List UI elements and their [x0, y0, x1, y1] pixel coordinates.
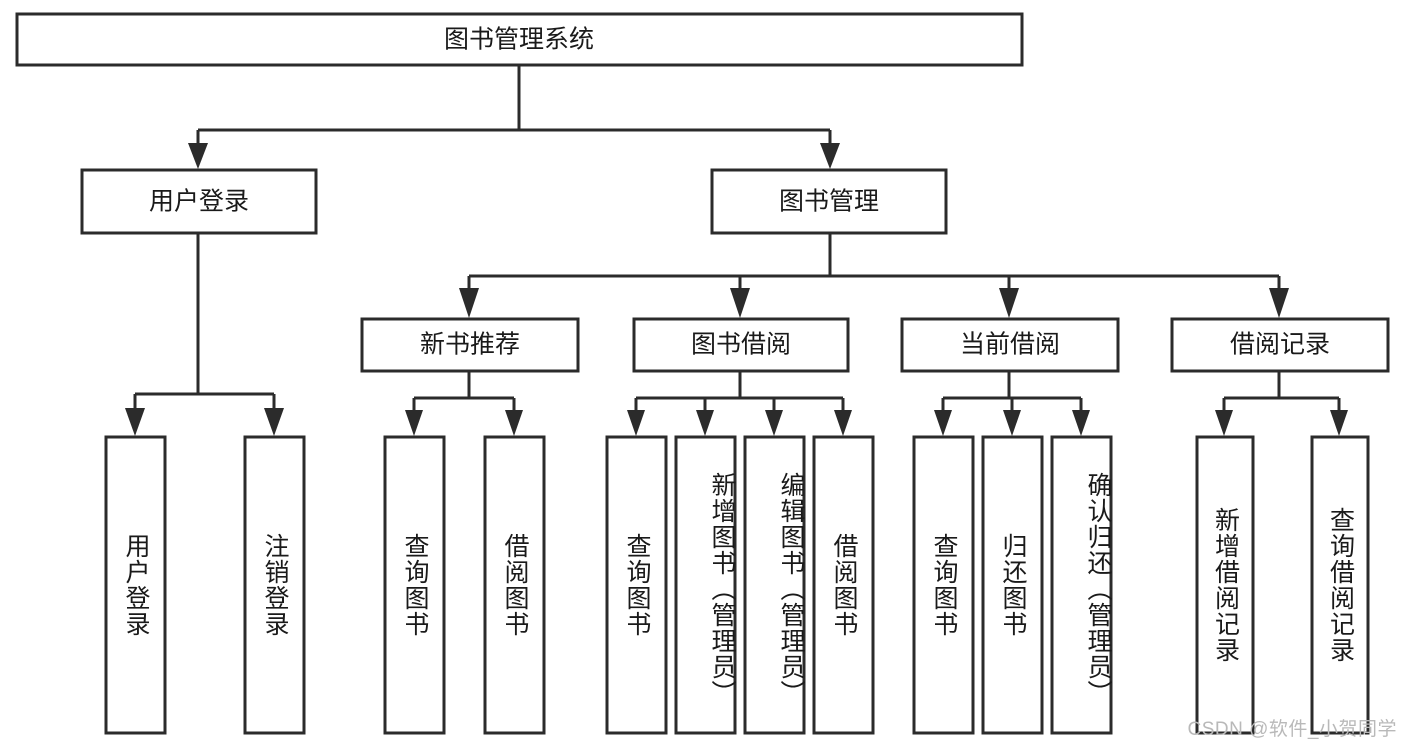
node-book-borrow-box[interactable] — [632, 317, 850, 373]
arrowhead-current-borrow — [999, 288, 1019, 318]
arrowhead-bb-edit-book — [765, 410, 783, 436]
arrowhead-bb-query-book — [627, 410, 645, 436]
node-book-management-label: 图书管理 — [779, 188, 879, 216]
node-book-management-box[interactable] — [710, 168, 948, 235]
node-book-management[interactable]: 图书管理 — [710, 168, 948, 235]
leaf-box-logout[interactable] — [243, 435, 306, 735]
node-book-borrow-label: 图书借阅 — [691, 331, 791, 359]
connector-group-book-borrow — [627, 372, 852, 436]
arrowhead-nbr-query-book — [405, 410, 423, 436]
leaf-box-nbr-query-book[interactable] — [383, 435, 446, 735]
node-user-login[interactable]: 用户登录 — [80, 168, 318, 235]
leaf-box-nbr-borrow-book[interactable] — [483, 435, 546, 735]
node-borrow-record-box[interactable] — [1170, 317, 1390, 373]
watermark-text: CSDN @软件_小贺同学 — [1187, 719, 1397, 740]
arrowhead-cb-query-book — [934, 410, 952, 436]
node-current-borrow-label: 当前借阅 — [960, 331, 1060, 359]
arrowhead-book-mgmt — [820, 143, 840, 169]
node-new-book-recommend[interactable]: 新书推荐 — [360, 317, 580, 373]
node-user-login-label: 用户登录 — [149, 188, 249, 216]
node-user-login-box[interactable] — [80, 168, 318, 235]
arrowhead-br-add-record — [1215, 410, 1233, 436]
node-root-system-box[interactable] — [15, 12, 1024, 67]
arrowhead-bb-add-book — [696, 410, 714, 436]
arrowhead-new-book-rec — [459, 288, 479, 318]
leaf-box-bb-edit-book[interactable] — [743, 435, 806, 735]
node-new-book-recommend-box[interactable] — [360, 317, 580, 373]
leaf-box-bb-add-book[interactable] — [674, 435, 737, 735]
connector-group-root — [188, 66, 840, 169]
arrowhead-leaf-user-login — [125, 408, 145, 436]
leaf-box-bb-query-book[interactable] — [605, 435, 668, 735]
node-current-borrow-box[interactable] — [900, 317, 1120, 373]
arrowhead-borrow-record — [1269, 288, 1289, 318]
leaf-box-bb-borrow-book[interactable] — [812, 435, 875, 735]
leaf-box-cb-return-book[interactable] — [981, 435, 1044, 735]
leaf-box-cb-confirm-return[interactable] — [1050, 435, 1113, 735]
leaf-box-user-login[interactable] — [104, 435, 167, 735]
node-borrow-record-label: 借阅记录 — [1230, 331, 1330, 359]
node-borrow-record[interactable]: 借阅记录 — [1170, 317, 1390, 373]
connector-group-new-book-rec — [405, 372, 523, 436]
leaf-box-cb-query-book[interactable] — [912, 435, 975, 735]
connector-group-borrow-record — [1215, 372, 1348, 436]
node-new-book-recommend-label: 新书推荐 — [420, 331, 520, 359]
arrowhead-bb-borrow-book — [834, 410, 852, 436]
arrowhead-cb-return-book — [1003, 410, 1021, 436]
leaf-box-br-add-record[interactable] — [1195, 435, 1255, 735]
node-book-borrow[interactable]: 图书借阅 — [632, 317, 850, 373]
connector-group-current-borrow — [934, 372, 1090, 436]
connector-group-user-login — [125, 234, 284, 436]
arrowhead-cb-confirm-return — [1072, 410, 1090, 436]
arrowhead-book-borrow — [730, 288, 750, 318]
node-root-system[interactable]: 图书管理系统 — [15, 12, 1024, 67]
arrowhead-leaf-logout — [264, 408, 284, 436]
arrowhead-br-query-record — [1330, 410, 1348, 436]
leaf-box-br-query-record[interactable] — [1310, 435, 1370, 735]
arrowhead-user-login — [188, 143, 208, 169]
node-current-borrow[interactable]: 当前借阅 — [900, 317, 1120, 373]
node-root-system-label: 图书管理系统 — [444, 26, 594, 54]
arrowhead-nbr-borrow-book — [505, 410, 523, 436]
connector-group-book-mgmt — [459, 234, 1289, 318]
